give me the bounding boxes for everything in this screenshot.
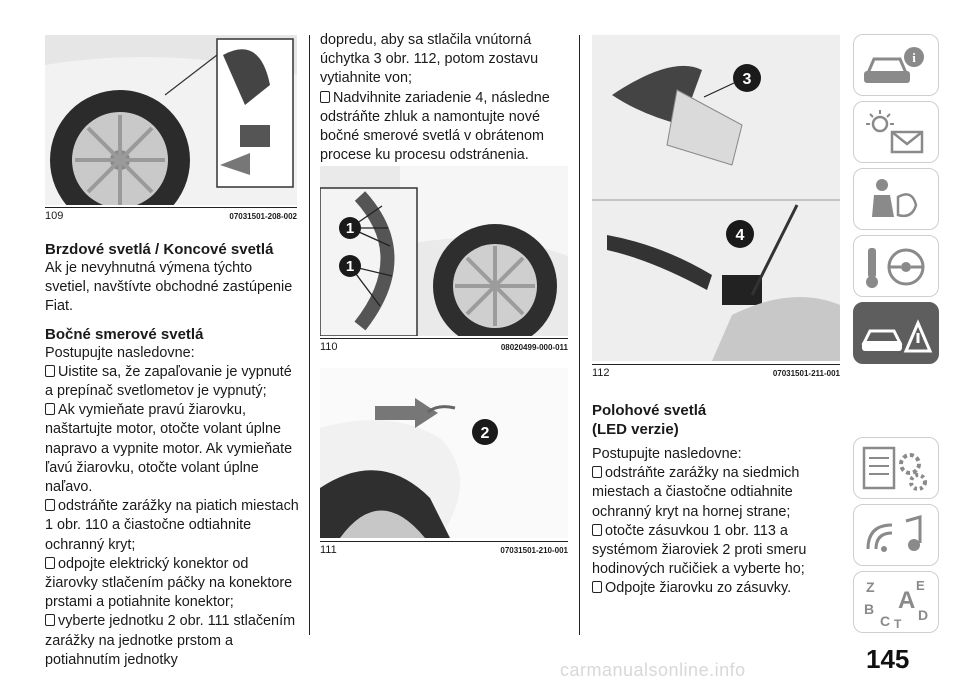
- figure-109-rule: [45, 207, 297, 208]
- callout-3: 3: [743, 71, 752, 88]
- list-item-continued: dopredu, aby sa stlačila vnútorná úchytk…: [320, 32, 539, 87]
- bullet-icon: [592, 523, 602, 536]
- sidebar-tab-car-info[interactable]: i: [853, 34, 939, 96]
- figure-110-number: 110: [320, 341, 338, 353]
- figure-109-image: [45, 35, 297, 205]
- svg-text:A: A: [898, 587, 915, 614]
- intro-procedure: Postupujte nasledovne:: [45, 344, 195, 361]
- svg-text:Z: Z: [866, 579, 875, 595]
- list-item-text: odstráňte zarážky na siedmich miestach a…: [592, 465, 800, 520]
- para-brake-lights: Ak je nevyhnutná výmena týchto svetiel, …: [45, 260, 293, 315]
- bullet-icon: [45, 556, 55, 569]
- safety-airbag-icon: [872, 179, 918, 218]
- list-item: Odpojte žiarovku zo zásuvky.: [592, 579, 837, 598]
- maintenance-gears-icon: [862, 446, 927, 491]
- figure-111-rule: [320, 541, 568, 542]
- callout-4: 4: [736, 227, 745, 244]
- callout-1a: 1: [346, 220, 354, 237]
- heading-side-indicators: Bočné smerové svetlá: [45, 325, 204, 343]
- sidebar-tab-index[interactable]: Z E B A C T D: [853, 571, 939, 633]
- list-item: odstráňte zarážky na piatich miestach 1 …: [45, 497, 300, 555]
- list-item: odstráňte zarážky na siedmich miestach a…: [592, 464, 837, 522]
- column-1: Brzdové svetlá / Koncové svetlá Ak je ne…: [45, 240, 300, 670]
- intro-procedure: Postupujte nasledovne:: [592, 446, 742, 462]
- figure-111-number: 111: [320, 544, 337, 556]
- heading-brake-lights: Brzdové svetlá / Koncové svetlá: [45, 241, 274, 258]
- column-separator: [579, 35, 580, 635]
- sidebar-tab-multimedia[interactable]: [853, 504, 939, 566]
- heading-position-lights: Polohové svetlá: [592, 402, 707, 419]
- bullet-icon: [45, 403, 55, 416]
- figure-109-number: 109: [45, 210, 64, 222]
- sidebar-tab-emergency[interactable]: [853, 302, 939, 364]
- list-item: Ak vymieňate pravú žiarovku, naštartujte…: [45, 401, 300, 497]
- list-item-text: otočte zásuvkou 1 obr. 113 a systémom ži…: [592, 522, 807, 578]
- svg-text:i: i: [912, 50, 916, 65]
- sidebar-tab-dashboard[interactable]: [853, 101, 939, 163]
- svg-text:T: T: [894, 617, 902, 631]
- steering-key-icon: [866, 248, 925, 288]
- list-item: Uistite sa, že zapaľovanie je vypnuté a …: [45, 363, 300, 401]
- dashboard-lights-icon: [866, 110, 924, 154]
- page-number: 145: [866, 644, 910, 674]
- list-item: Nadvihnite zariadenie 4, následne odstrá…: [320, 89, 565, 166]
- bullet-icon: [45, 499, 55, 512]
- multimedia-icon: [866, 515, 922, 552]
- svg-text:B: B: [864, 601, 874, 617]
- svg-text:E: E: [916, 578, 925, 593]
- svg-text:D: D: [918, 607, 928, 623]
- column-2: dopredu, aby sa stlačila vnútorná úchytk…: [320, 31, 565, 165]
- bullet-icon: [45, 364, 55, 377]
- list-item-text: odstráňte zarážky na piatich miestach 1 …: [45, 498, 299, 553]
- list-item: odpojte elektrický konektor od žiarovky …: [45, 555, 300, 613]
- bullet-icon: [592, 466, 602, 479]
- callout-2: 2: [481, 425, 490, 442]
- bullet-icon: [45, 614, 55, 627]
- sidebar-tab-safety[interactable]: [853, 168, 939, 230]
- figure-112-number: 112: [592, 367, 610, 379]
- list-item-text: vyberte jednotku 2 obr. 111 stlačením za…: [45, 613, 296, 668]
- bullet-icon: [592, 581, 602, 594]
- figure-110-rule: [320, 338, 568, 339]
- index-letters-icon: Z E B A C T D: [864, 578, 928, 631]
- list-item-text: Ak vymieňate pravú žiarovku, naštartujte…: [45, 402, 293, 496]
- watermark: carmanualsonline.info: [560, 660, 746, 680]
- sidebar-tab-maintenance[interactable]: [853, 437, 939, 499]
- column-3: Polohové svetlá (LED verzie) Postupujte …: [592, 401, 837, 599]
- figure-112-code: 07031501-211-001: [772, 369, 840, 378]
- bullet-icon: [320, 90, 330, 103]
- list-item-text: Nadvihnite zariadenie 4, následne odstrá…: [320, 89, 550, 164]
- list-item-text: odpojte elektrický konektor od žiarovky …: [45, 555, 293, 611]
- column-separator: [309, 35, 310, 635]
- car-info-icon: i: [864, 47, 924, 83]
- figure-109-code: 07031501-208-002: [229, 212, 297, 221]
- list-item-text: Odpojte žiarovku zo zásuvky.: [605, 580, 792, 597]
- callout-1b: 1: [346, 258, 354, 275]
- figure-112-image: 3 4: [592, 35, 840, 361]
- list-item: otočte zásuvkou 1 obr. 113 a systémom ži…: [592, 522, 837, 580]
- figure-110-code: 08020499-000-011: [500, 343, 568, 352]
- heading-position-lights-sub: (LED verzie): [592, 421, 679, 438]
- figure-110-image: 1 1: [320, 166, 568, 336]
- figure-111-image: 2: [320, 368, 568, 538]
- list-item: vyberte jednotku 2 obr. 111 stlačením za…: [45, 612, 300, 670]
- figure-111-code: 07031501-210-001: [500, 546, 568, 555]
- sidebar-tab-starting[interactable]: [853, 235, 939, 297]
- svg-text:C: C: [880, 613, 890, 629]
- list-item-text: Uistite sa, že zapaľovanie je vypnuté a …: [45, 363, 292, 400]
- figure-112-rule: [592, 364, 840, 365]
- emergency-car-icon: [861, 319, 933, 353]
